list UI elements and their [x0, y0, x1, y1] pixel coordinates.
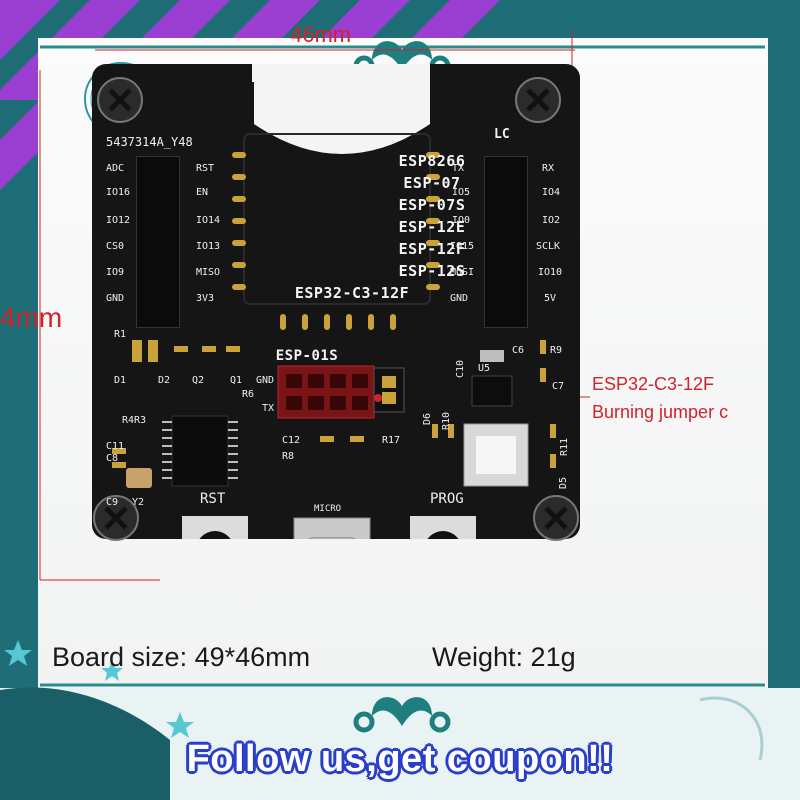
pin-label: IO9 — [106, 267, 125, 278]
component-label: C8 — [106, 453, 119, 464]
micro-usb-port — [293, 517, 371, 539]
pin-label: IO4 — [542, 187, 561, 198]
micro-label: MICRO — [314, 504, 342, 514]
board-graphics — [97, 64, 561, 539]
annotation-subtitle: Burning jumper c — [592, 402, 729, 422]
screw-icon — [93, 495, 139, 541]
module-label-esp8266: ESP8266 — [398, 152, 466, 170]
component-label: GND — [256, 375, 275, 386]
component-label: R6 — [242, 389, 255, 400]
screw-icon — [515, 77, 561, 123]
component-label: U5 — [478, 363, 491, 374]
pin-label: IO16 — [106, 187, 131, 198]
weight-spec: Weight: 21g — [432, 642, 576, 672]
pin-label: GND — [450, 293, 469, 304]
bottom-ornament-icon — [353, 697, 451, 733]
component-label: D5 — [558, 476, 570, 490]
prog-label: PROG — [430, 491, 464, 507]
height-dimension-label: 4mm — [0, 302, 63, 333]
pin-label: 3V3 — [196, 293, 215, 304]
component-label: R1 — [114, 329, 127, 340]
pin-label: TX — [452, 163, 465, 174]
pin-label: IO13 — [196, 241, 221, 252]
component-label: D6 — [422, 412, 434, 426]
pin-label: IO0 — [452, 215, 471, 226]
pin-label: IO10 — [538, 267, 563, 278]
pin-label: CS0 — [106, 241, 125, 252]
pin-label: IO15 — [450, 241, 475, 252]
component-label: C6 — [512, 345, 525, 356]
module-label-esp32c312f: ESP32-C3-12F — [294, 284, 410, 302]
rst-tactile-switch — [182, 516, 248, 539]
esp01s-label: ESP-01S — [275, 348, 339, 364]
component-label: R8 — [282, 451, 295, 462]
board-corner-label: LC — [494, 127, 510, 142]
component-label: C12 — [282, 435, 301, 446]
pin-label: IO2 — [542, 215, 561, 226]
screw-icon — [97, 77, 143, 123]
component-label: R17 — [382, 435, 401, 446]
component-label: C7 — [552, 381, 565, 392]
component-label: R11 — [559, 437, 571, 457]
prog-tactile-switch — [410, 516, 476, 539]
star-icon — [4, 640, 194, 738]
pin-label: SCLK — [536, 241, 561, 252]
left-pin-header — [136, 156, 180, 328]
right-pin-header — [484, 156, 528, 328]
pin-label: IO5 — [452, 187, 471, 198]
pin-label: IO14 — [196, 215, 221, 226]
pin-label: MOSI — [450, 267, 475, 278]
component-label: D2 — [158, 375, 171, 386]
annotation-title: ESP32-C3-12F — [592, 374, 715, 394]
module-label-esp07: ESP-07 — [403, 174, 461, 192]
component-label: R4R3 — [122, 415, 147, 426]
pin-label: MISO — [196, 267, 221, 278]
pin-label: GND — [106, 293, 125, 304]
screw-icon — [533, 495, 579, 541]
coupon-banner[interactable]: Follow us,get coupon!! — [186, 738, 614, 780]
pin-label: RX — [542, 163, 555, 174]
component-label: TX — [262, 403, 275, 414]
module-label-esp12e: ESP-12E — [398, 218, 466, 236]
component-label: C10 — [455, 359, 467, 379]
pin-label: ADC — [106, 163, 125, 174]
width-dimension-label: 46mm — [290, 22, 352, 47]
board-size-spec: Board size: 49*46mm — [52, 642, 311, 672]
board-serial: 5437314A_Y48 — [106, 135, 193, 149]
module-label-esp12f: ESP-12F — [398, 240, 466, 258]
jumper-marker — [374, 394, 382, 402]
component-label: C9 — [106, 497, 119, 508]
rst-label: RST — [200, 491, 226, 507]
pin-label: RST — [196, 163, 215, 174]
component-label: Y2 — [132, 497, 145, 508]
component-label: R9 — [550, 345, 563, 356]
pin-label: 5V — [544, 293, 557, 304]
component-label: R10 — [441, 411, 453, 431]
pin-label: EN — [196, 187, 209, 198]
component-label: Q1 — [230, 375, 243, 386]
module-label-esp07s: ESP-07S — [398, 196, 466, 214]
component-label: D1 — [114, 375, 127, 386]
component-label: Q2 — [192, 375, 205, 386]
module-label-esp12s: ESP-12S — [398, 262, 466, 280]
component-label: C11 — [106, 441, 125, 452]
pin-label: IO12 — [106, 215, 131, 226]
pcb-board: 5437314A_Y48 LC ESP8266 ESP-07 ESP-07S E… — [92, 64, 580, 541]
